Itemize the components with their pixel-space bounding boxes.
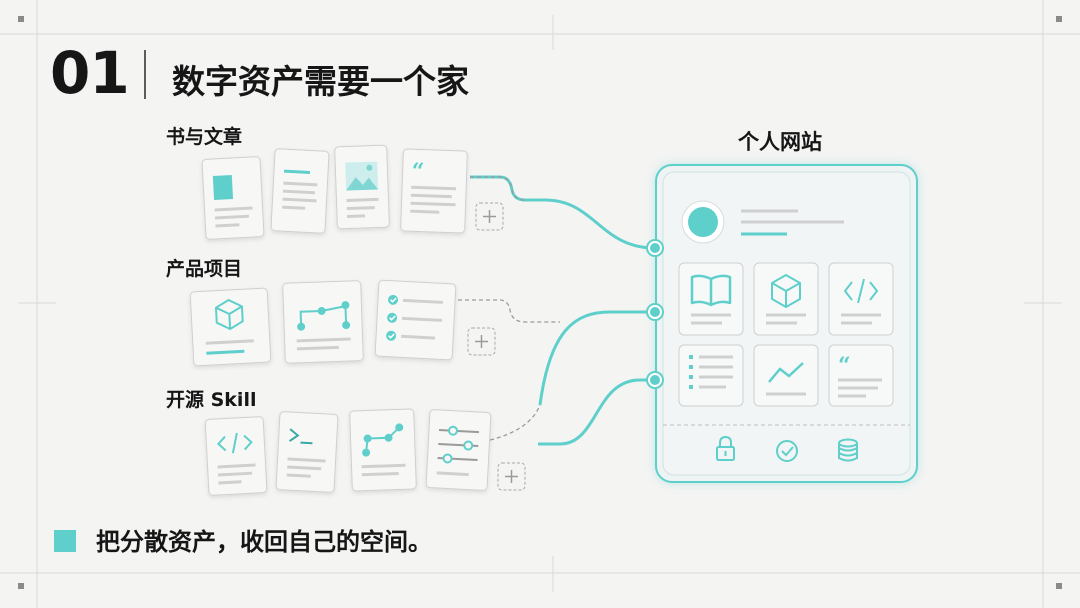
database-icon[interactable] (838, 438, 858, 462)
document-icon (212, 175, 234, 200)
plus-icon (475, 335, 488, 348)
group-label-books: 书与文章 (166, 126, 243, 148)
tagline: 把分散资产，收回自己的空间。 (96, 528, 432, 556)
trend-icon (768, 362, 804, 383)
grid-tile-trend[interactable] (753, 344, 819, 407)
grid-tile-quote[interactable]: “ (828, 344, 894, 407)
connectors (458, 175, 656, 446)
card-text-lines (270, 148, 330, 234)
plus-icon (483, 210, 496, 223)
cube-icon (771, 274, 801, 308)
book-icon (690, 274, 732, 307)
tagline-bullet (54, 530, 76, 552)
add-product-button[interactable] (467, 327, 496, 356)
grid-tile-list[interactable] (678, 344, 744, 407)
card-quote: “ (400, 148, 468, 234)
page-title: 数字资产需要一个家 (172, 62, 469, 101)
checklist-icon (386, 294, 444, 341)
profile-header (681, 200, 844, 244)
card-sliders (425, 409, 492, 491)
card-image (334, 144, 390, 230)
group-label-skills: 开源 Skill (166, 389, 257, 411)
terminal-icon (288, 428, 313, 445)
card-cube (189, 287, 272, 367)
image-icon (345, 161, 379, 191)
grid-tile-book[interactable] (678, 262, 744, 336)
card-flow (282, 280, 364, 364)
plus-icon (505, 470, 518, 483)
sliders-icon (437, 425, 480, 464)
code-icon (216, 432, 253, 454)
grid-tile-cube[interactable] (753, 262, 819, 336)
chart-nodes-icon (362, 423, 404, 457)
check-circle-icon[interactable] (776, 440, 798, 462)
quote-icon: “ (411, 158, 425, 184)
website-label: 个人网站 (738, 130, 822, 154)
text-lines-icon (283, 169, 311, 174)
add-book-button[interactable] (475, 202, 504, 231)
grid-tile-code[interactable] (828, 262, 894, 336)
lock-icon[interactable] (716, 435, 735, 461)
card-terminal (275, 411, 339, 493)
add-skill-button[interactable] (497, 462, 526, 491)
list-icon (689, 355, 733, 389)
corner-markers (18, 16, 1062, 589)
card-checklist (374, 279, 457, 361)
group-label-products: 产品项目 (166, 258, 243, 280)
website-panel: “ (655, 164, 918, 483)
cube-icon (214, 299, 244, 330)
card-document (201, 156, 265, 240)
card-code (204, 416, 268, 496)
quote-icon: “ (838, 353, 851, 379)
section-number: 01 (50, 39, 130, 107)
card-chart-nodes (349, 408, 417, 492)
code-icon (843, 278, 879, 304)
flow-icon (297, 301, 351, 331)
connector-nodes (646, 239, 664, 389)
